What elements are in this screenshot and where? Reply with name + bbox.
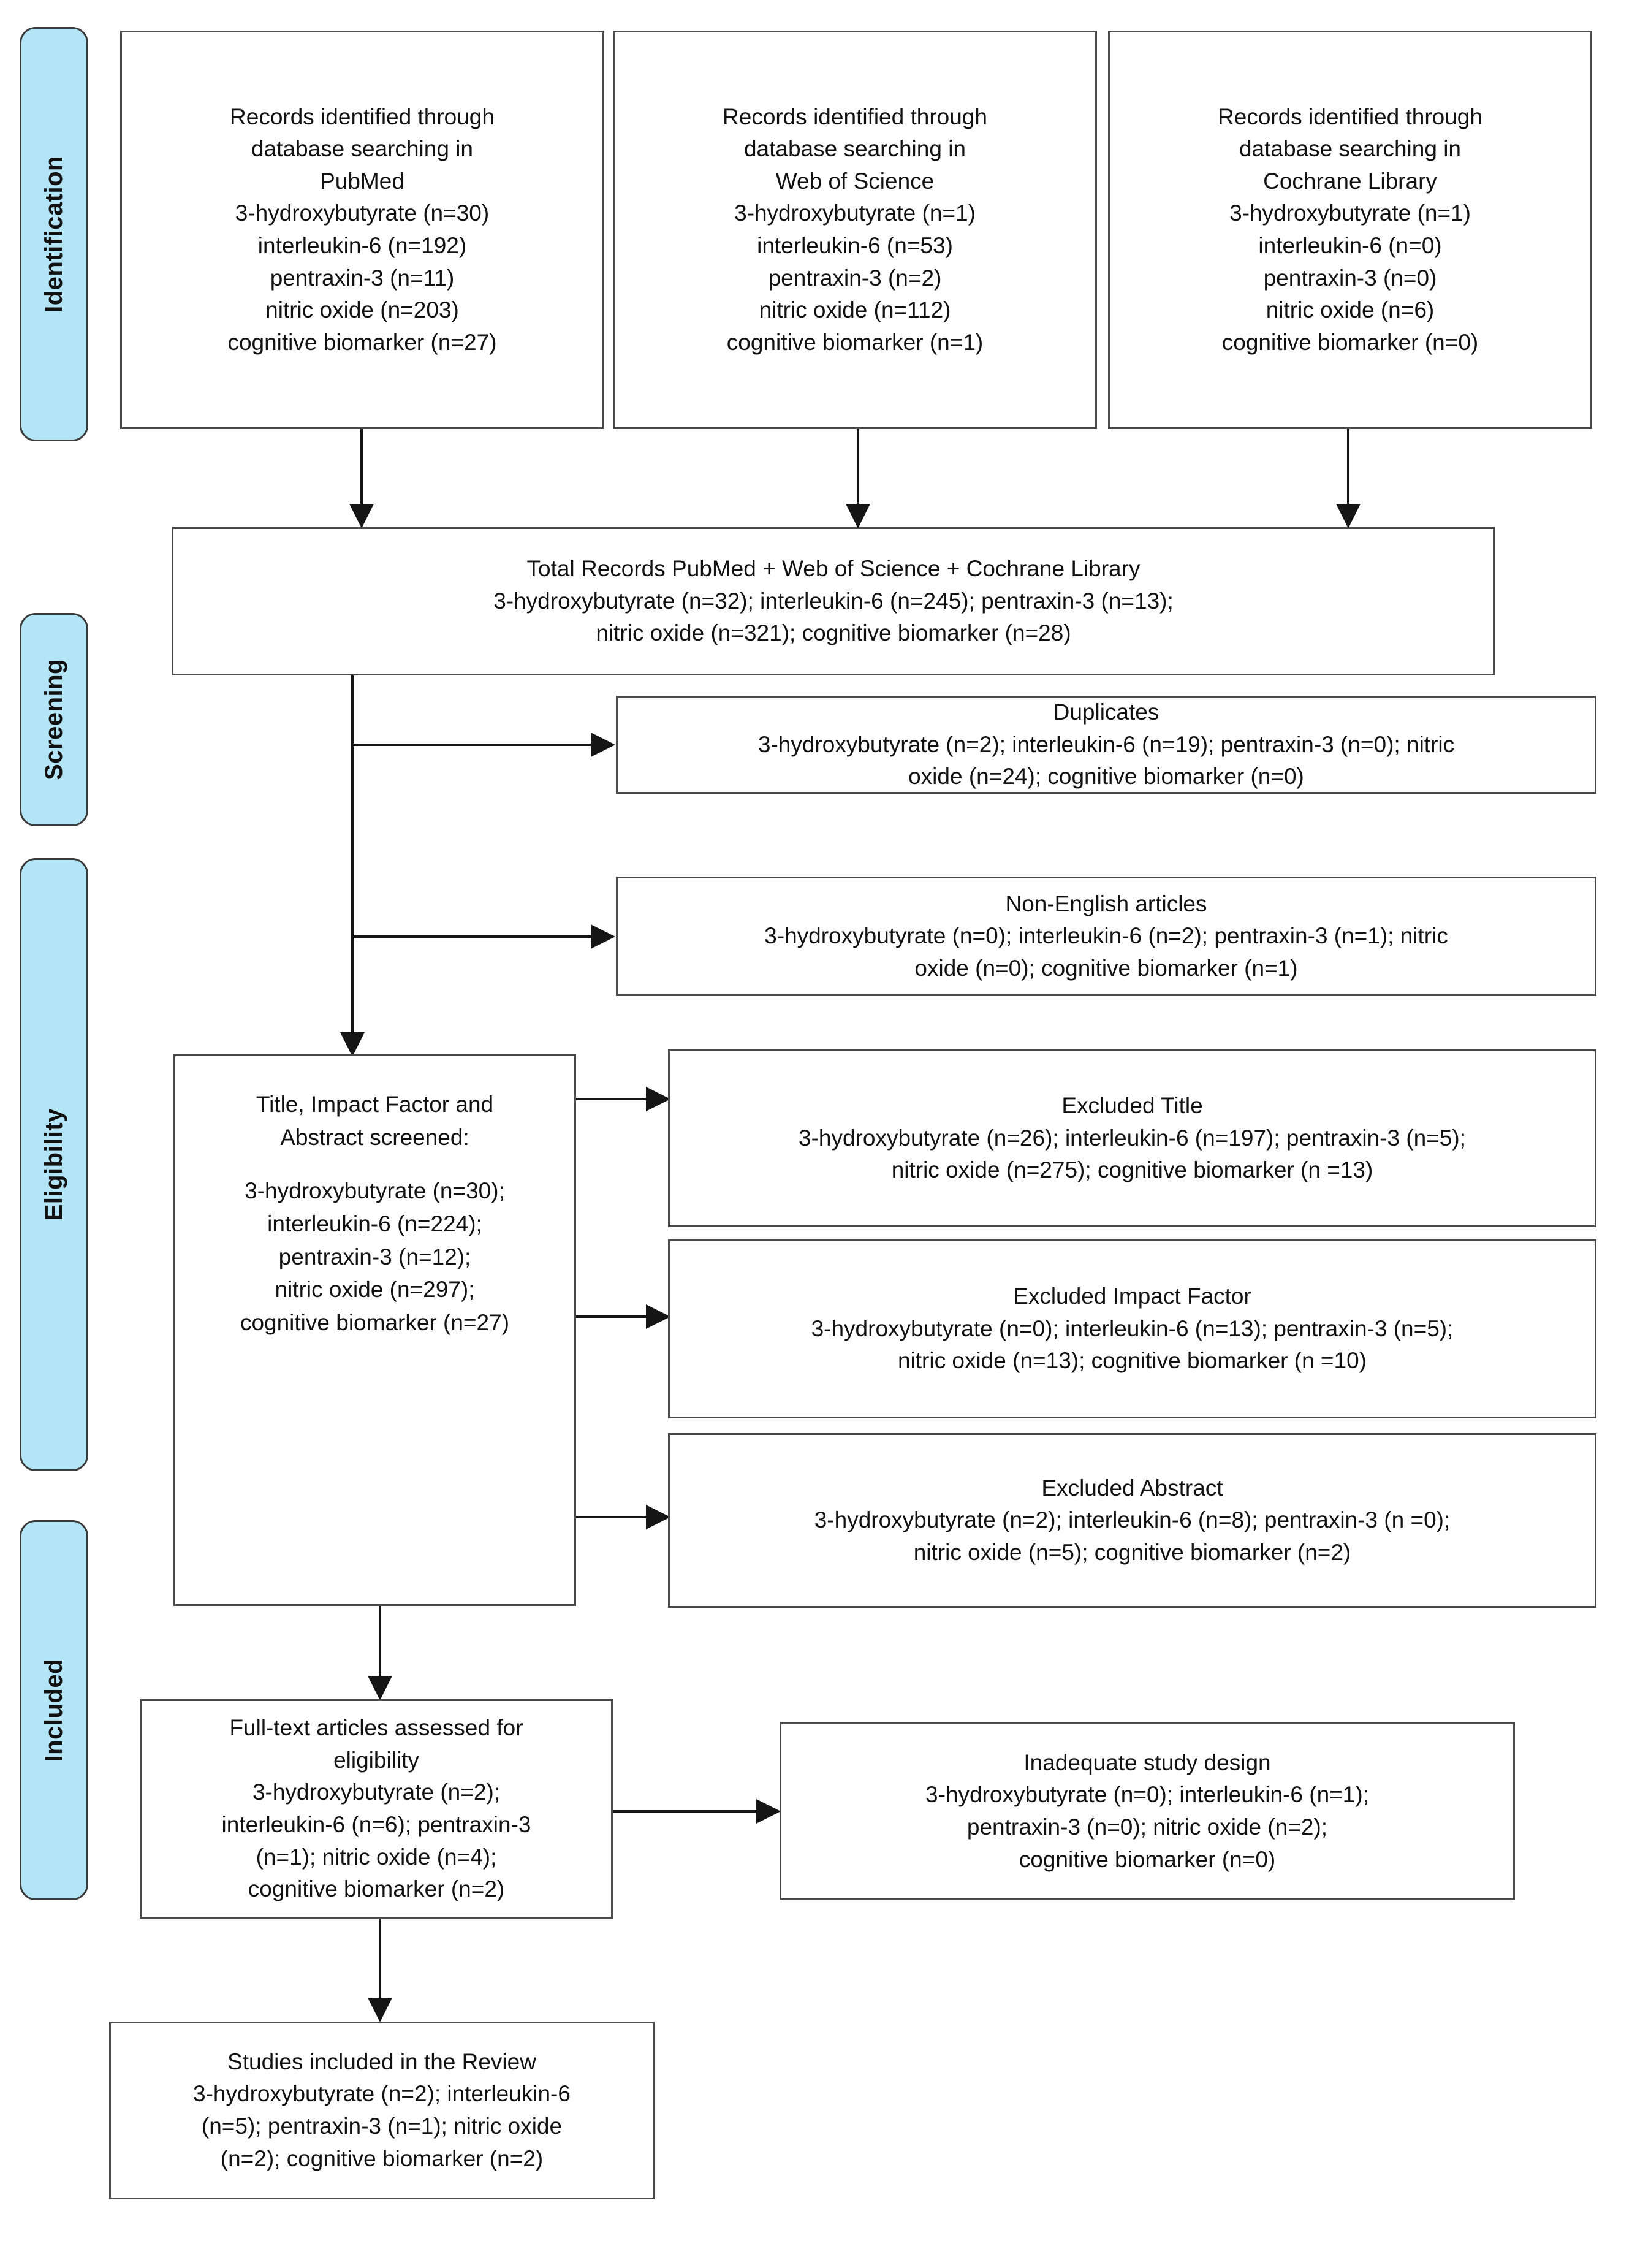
node-line: Duplicates bbox=[1053, 699, 1159, 725]
node-line: 3-hydroxybutyrate (n=2); bbox=[252, 1779, 501, 1805]
node-line: eligibility bbox=[333, 1747, 419, 1773]
node-line: nitric oxide (n=275); cognitive biomarke… bbox=[891, 1157, 1373, 1183]
node-line: Title, Impact Factor and bbox=[256, 1092, 494, 1117]
node-line: 3-hydroxybutyrate (n=2); interleukin-6 (… bbox=[814, 1507, 1451, 1533]
node-line: interleukin-6 (n=53) bbox=[757, 233, 953, 258]
node-line: pentraxin-3 (n=11) bbox=[270, 265, 455, 291]
node-excluded-abstract[interactable]: Excluded Abstract 3-hydroxybutyrate (n=2… bbox=[668, 1433, 1596, 1608]
node-line: 3-hydroxybutyrate (n=2); interleukin-6 bbox=[193, 2081, 571, 2107]
node-line: 3-hydroxybutyrate (n=32); interleukin-6 … bbox=[493, 588, 1174, 614]
node-line: Records identified through bbox=[230, 104, 495, 129]
node-line: 3-hydroxybutyrate (n=0); interleukin-6 (… bbox=[764, 923, 1448, 949]
node-line: 3-hydroxybutyrate (n=0); interleukin-6 (… bbox=[811, 1315, 1454, 1341]
node-line: Non-English articles bbox=[1005, 891, 1207, 916]
node-line: nitric oxide (n=203) bbox=[265, 297, 459, 323]
node-line: nitric oxide (n=6) bbox=[1266, 297, 1435, 323]
stage-included-label: Included bbox=[40, 1658, 67, 1762]
node-line: cognitive biomarker (n=27) bbox=[240, 1309, 510, 1335]
node-line: Studies included in the Review bbox=[227, 2049, 536, 2074]
node-line: pentraxin-3 (n=0); nitric oxide (n=2); bbox=[966, 1814, 1328, 1840]
node-line: cognitive biomarker (n=0) bbox=[1221, 329, 1479, 355]
node-line: Inadequate study design bbox=[1023, 1749, 1271, 1775]
node-duplicates[interactable]: Duplicates 3-hydroxybutyrate (n=2); inte… bbox=[616, 696, 1596, 794]
node-line: interleukin-6 (n=192) bbox=[257, 233, 467, 258]
node-line: Excluded Abstract bbox=[1041, 1475, 1223, 1501]
node-line: Records identified through bbox=[723, 104, 987, 129]
stage-screening: Screening bbox=[20, 613, 88, 826]
node-title-impact-abstract-screened[interactable]: Title, Impact Factor and Abstract screen… bbox=[173, 1054, 576, 1606]
node-line: interleukin-6 (n=0) bbox=[1258, 233, 1442, 258]
node-line: (n=1); nitric oxide (n=4); bbox=[256, 1844, 497, 1870]
node-studies-included-in-review[interactable]: Studies included in the Review 3-hydroxy… bbox=[109, 2022, 655, 2199]
stage-eligibility: Eligibility bbox=[20, 858, 88, 1471]
node-line: 3-hydroxybutyrate (n=0); interleukin-6 (… bbox=[925, 1782, 1369, 1808]
node-line: oxide (n=0); cognitive biomarker (n=1) bbox=[914, 955, 1298, 981]
stage-included: Included bbox=[20, 1520, 88, 1900]
node-full-text-articles-assessed[interactable]: Full-text articles assessed for eligibil… bbox=[140, 1699, 613, 1919]
node-line: database searching in bbox=[743, 136, 966, 162]
node-line: Abstract screened: bbox=[280, 1124, 469, 1150]
node-line: Excluded Title bbox=[1061, 1093, 1203, 1119]
node-line: (n=2); cognitive biomarker (n=2) bbox=[220, 2145, 544, 2171]
node-inadequate-study-design[interactable]: Inadequate study design 3-hydroxybutyrat… bbox=[780, 1722, 1515, 1900]
node-excluded-impact-factor[interactable]: Excluded Impact Factor 3-hydroxybutyrate… bbox=[668, 1239, 1596, 1418]
node-line: interleukin-6 (n=6); pentraxin-3 bbox=[221, 1812, 531, 1837]
node-line: 3-hydroxybutyrate (n=30); bbox=[245, 1178, 505, 1204]
node-line: cognitive biomarker (n=1) bbox=[726, 329, 984, 355]
node-records-cochrane-library[interactable]: Records identified through database sear… bbox=[1108, 31, 1592, 429]
stage-identification: Identification bbox=[20, 27, 88, 441]
node-line: cognitive biomarker (n=0) bbox=[1019, 1846, 1276, 1872]
node-line: Total Records PubMed + Web of Science + … bbox=[526, 556, 1141, 582]
node-line: nitric oxide (n=13); cognitive biomarker… bbox=[897, 1348, 1367, 1374]
node-line: nitric oxide (n=112) bbox=[759, 297, 951, 323]
node-line: interleukin-6 (n=224); bbox=[267, 1211, 482, 1236]
node-line: nitric oxide (n=321); cognitive biomarke… bbox=[596, 620, 1071, 646]
node-line: database searching in bbox=[251, 136, 474, 162]
node-line: Web of Science bbox=[775, 168, 935, 194]
node-line: 3-hydroxybutyrate (n=30) bbox=[235, 200, 490, 226]
stage-eligibility-label: Eligibility bbox=[40, 1108, 67, 1221]
node-excluded-title[interactable]: Excluded Title 3-hydroxybutyrate (n=26);… bbox=[668, 1049, 1596, 1227]
stage-screening-label: Screening bbox=[40, 659, 67, 780]
node-line: 3-hydroxybutyrate (n=2); interleukin-6 (… bbox=[757, 731, 1455, 757]
node-records-pubmed[interactable]: Records identified through database sear… bbox=[120, 31, 604, 429]
node-line: (n=5); pentraxin-3 (n=1); nitric oxide bbox=[201, 2114, 563, 2139]
node-line: database searching in bbox=[1239, 136, 1462, 162]
node-line: PubMed bbox=[320, 168, 404, 194]
node-total-records[interactable]: Total Records PubMed + Web of Science + … bbox=[172, 527, 1495, 675]
node-line: 3-hydroxybutyrate (n=1) bbox=[1229, 200, 1471, 226]
node-line: pentraxin-3 (n=12); bbox=[278, 1244, 471, 1269]
node-records-web-of-science[interactable]: Records identified through database sear… bbox=[613, 31, 1097, 429]
node-line: nitric oxide (n=297); bbox=[275, 1277, 475, 1303]
node-line: 3-hydroxybutyrate (n=1) bbox=[734, 200, 976, 226]
node-non-english-articles[interactable]: Non-English articles 3-hydroxybutyrate (… bbox=[616, 877, 1596, 996]
node-line: 3-hydroxybutyrate (n=26); interleukin-6 … bbox=[799, 1125, 1466, 1151]
node-line: Cochrane Library bbox=[1263, 168, 1437, 194]
node-line: pentraxin-3 (n=0) bbox=[1263, 265, 1437, 291]
node-line: Records identified through bbox=[1218, 104, 1482, 129]
node-line: Excluded Impact Factor bbox=[1013, 1284, 1251, 1309]
node-line: Full-text articles assessed for bbox=[229, 1715, 523, 1741]
node-line: cognitive biomarker (n=2) bbox=[248, 1876, 505, 1902]
node-line: pentraxin-3 (n=2) bbox=[768, 265, 942, 291]
node-line: oxide (n=24); cognitive biomarker (n=0) bbox=[908, 764, 1304, 790]
node-line: nitric oxide (n=5); cognitive biomarker … bbox=[913, 1539, 1351, 1565]
stage-identification-label: Identification bbox=[40, 156, 67, 313]
node-line: cognitive biomarker (n=27) bbox=[227, 329, 497, 355]
